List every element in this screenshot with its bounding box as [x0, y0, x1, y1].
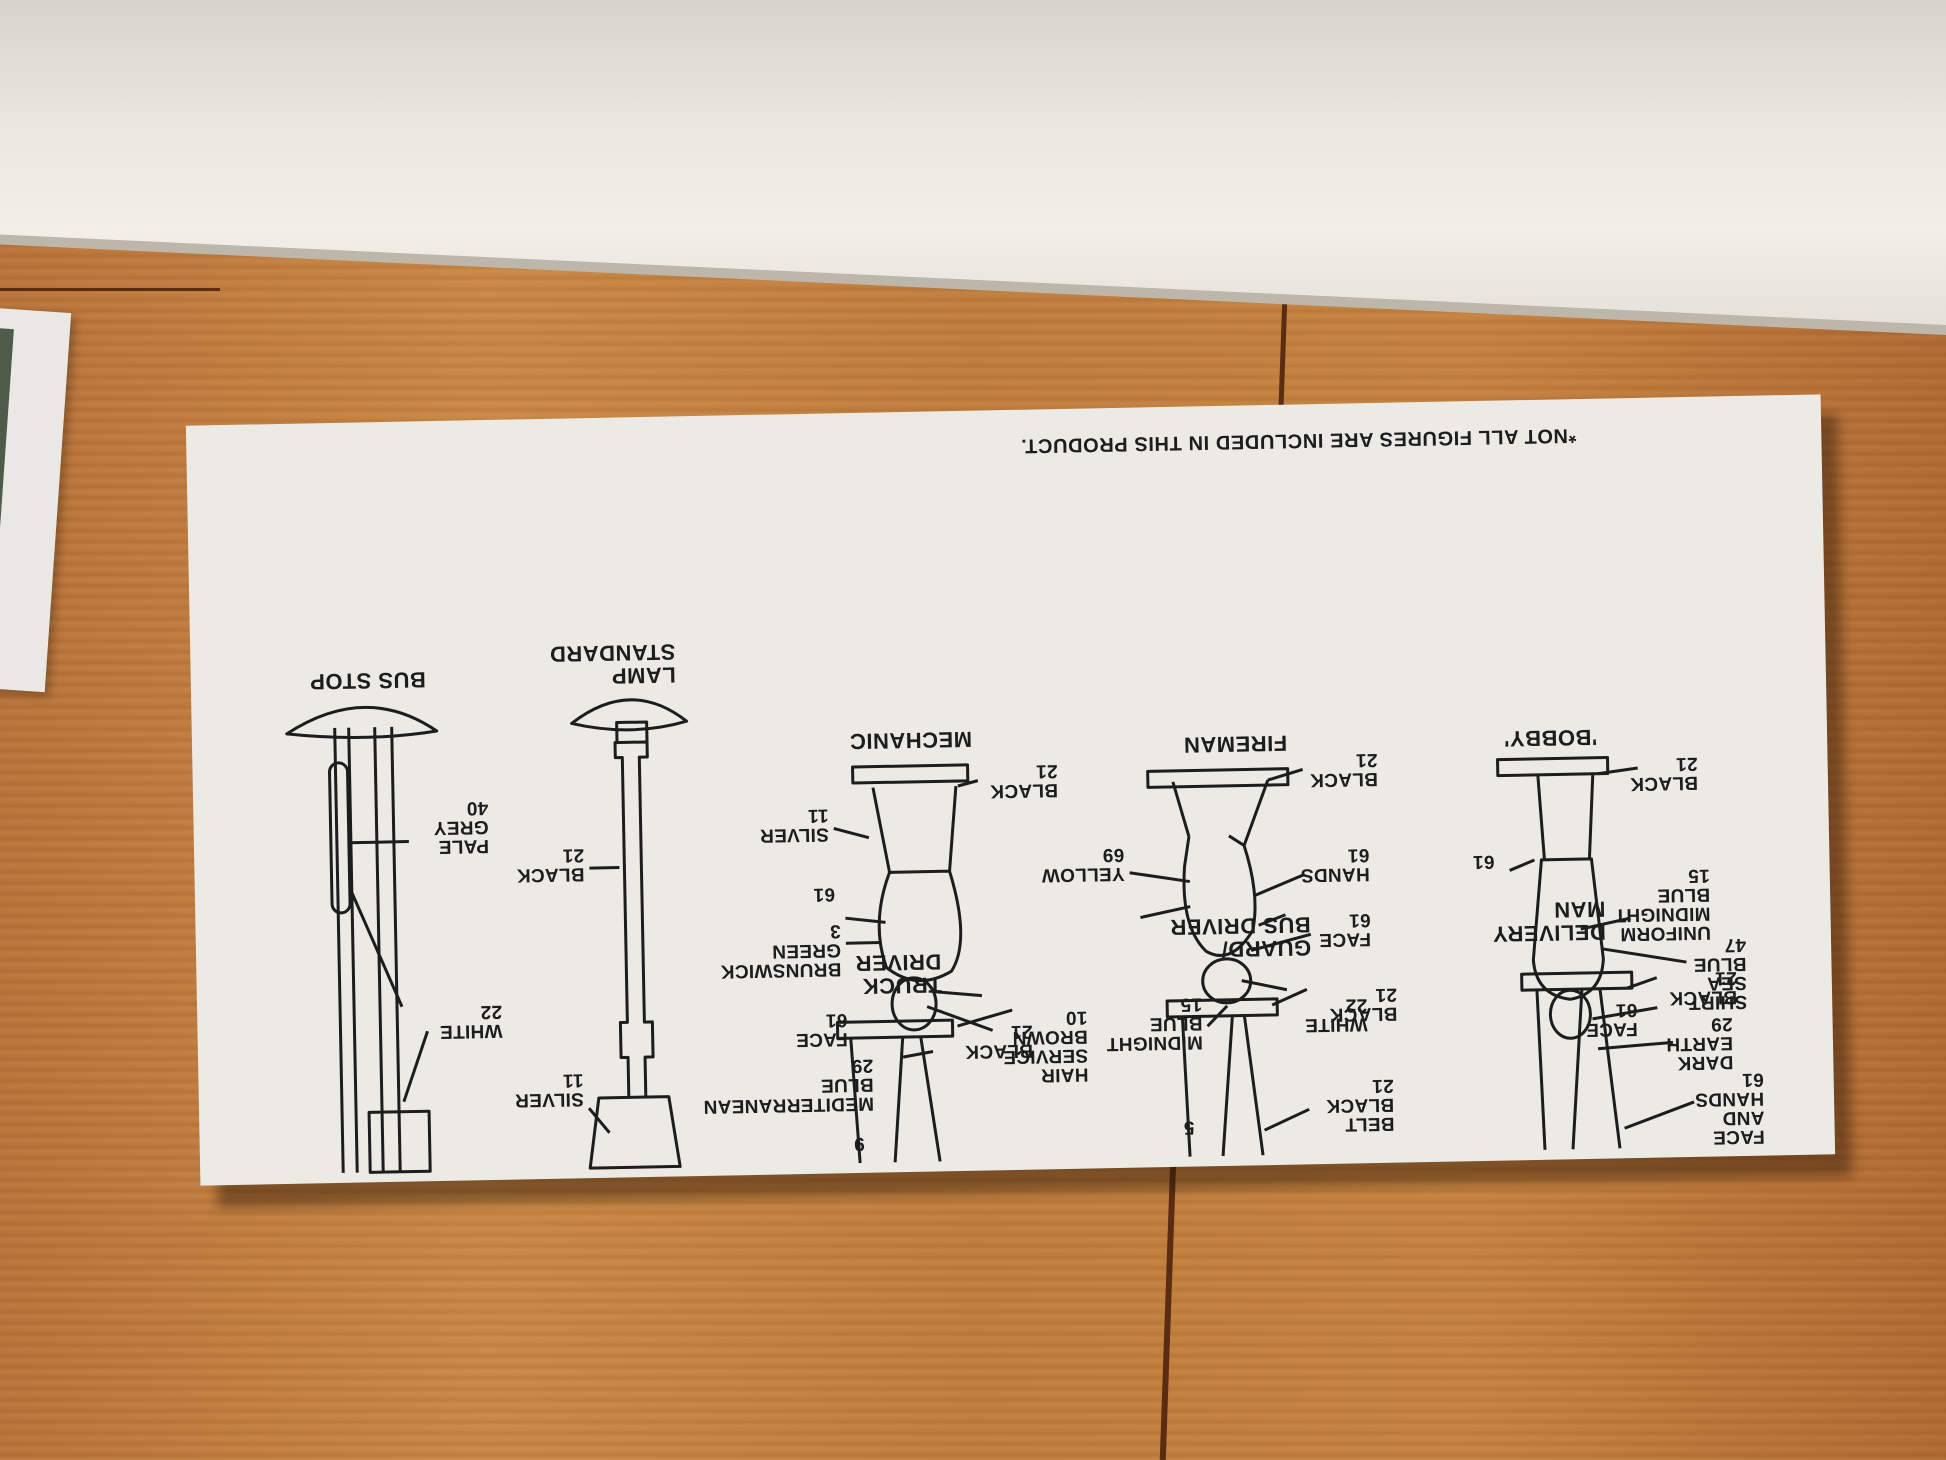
bus-stop-title: BUS STOP — [309, 667, 427, 695]
lamp-label: BLACK 21 — [516, 844, 585, 886]
leader-line — [1597, 766, 1638, 776]
sheet-content: DELIVERY MAN FACE AND HANDS 61 DARK EART… — [186, 394, 1835, 1185]
mechanic-head — [890, 976, 938, 1032]
lamp-standard-title: LAMP STANDARD — [549, 639, 676, 689]
leader-line — [902, 1050, 934, 1059]
truck-driver-legs — [849, 1036, 942, 1164]
leader-line — [1250, 932, 1312, 952]
truck-driver-label: 9 — [853, 1132, 865, 1155]
fireman-label: WHITE 22 — [1304, 994, 1368, 1036]
truck-driver-title: TRUCK DRIVER — [854, 949, 942, 999]
delivery-man-label: FACE AND HANDS 61 — [1694, 1068, 1765, 1148]
leader-line — [1597, 1040, 1674, 1051]
bus-stop-head — [285, 705, 439, 739]
bobby-label: SHIRT SEA BLUE 47 — [1688, 933, 1748, 1014]
guard-label: BELT BLACK 21 — [1325, 1074, 1395, 1135]
leader-line — [1254, 872, 1306, 897]
mechanic-base — [851, 763, 970, 785]
instruction-sheet: DELIVERY MAN FACE AND HANDS 61 DARK EART… — [185, 394, 1836, 1186]
lamp-pole — [613, 740, 655, 1098]
truck-driver-label: MEDITERRANEAN BLUE 29 — [703, 1054, 875, 1117]
fireman-label: FACE 61 — [1318, 909, 1372, 951]
bobby-label: 61 — [1472, 850, 1495, 873]
lamp-label: SILVER 11 — [514, 1069, 585, 1111]
leader-line — [931, 990, 983, 998]
mechanic-label: HAIR SERVICE BROWN 10 — [1002, 1006, 1089, 1086]
lamp-base — [588, 1095, 682, 1170]
bobby-label: FACE 61 — [1585, 999, 1638, 1040]
fireman-title: FIREMAN — [1183, 730, 1288, 758]
leader-line — [587, 1107, 611, 1134]
fireman-body — [1171, 779, 1270, 957]
leader-line — [957, 779, 979, 788]
board-gap-left — [0, 288, 220, 291]
delivery-man-title: DELIVERY MAN — [1492, 896, 1607, 947]
delivery-man-legs — [1535, 988, 1622, 1150]
leader-line — [1267, 767, 1304, 782]
bus-stop-label: PALE GREY 40 — [433, 797, 490, 857]
leader-line — [833, 826, 870, 840]
mechanic-title: MECHANIC — [849, 726, 973, 755]
guard-title: GUARD/ BUS DRIVER — [1169, 912, 1312, 962]
bobby-body — [1531, 773, 1605, 1001]
leader-line — [845, 941, 881, 945]
bus-stop-box — [367, 1109, 432, 1174]
leader-line — [1592, 1006, 1658, 1021]
fireman-label: BLACK 21 — [1309, 748, 1379, 791]
leader-line — [926, 1005, 994, 1032]
fireman-label: YELLOW 69 — [1041, 843, 1125, 886]
leader-line — [1626, 976, 1658, 990]
leader-line — [1206, 1004, 1229, 1028]
figure-drawings — [285, 698, 1695, 1174]
leader-line — [589, 866, 620, 870]
fireman-head — [1201, 957, 1253, 1005]
left-card-strip — [0, 327, 14, 669]
fireman-base — [1146, 767, 1290, 789]
bobby-head — [1548, 988, 1592, 1040]
mechanic-label: 61 — [813, 883, 836, 905]
leader-line — [1624, 1100, 1695, 1130]
bobby-base — [1496, 756, 1610, 778]
delivery-man-base — [1520, 970, 1634, 992]
fireman-arms — [1140, 905, 1286, 927]
leader-line — [350, 892, 404, 1008]
bobby-label: UNIFORM MIDNIGHT BLUE 15 — [1613, 864, 1712, 945]
mechanic-label: BRUNSWICK GREEN 3 — [720, 920, 842, 982]
leader-line — [1129, 871, 1191, 884]
leader-line — [1509, 858, 1536, 872]
guard-base — [1165, 997, 1279, 1019]
fireman-label: MIDNIGHT BLUE 15 — [1106, 993, 1204, 1055]
bus-stop-label: WHITE 22 — [439, 1000, 503, 1042]
leader-line — [845, 916, 886, 924]
leader-line — [1271, 987, 1308, 1007]
truck-driver-base — [835, 1018, 955, 1040]
mechanic-label: FACE 61 — [795, 1009, 848, 1051]
leader-line — [957, 1008, 1013, 1028]
leader-line — [348, 840, 409, 845]
bus-stop-sign — [328, 761, 352, 915]
guard-legs — [1180, 1015, 1265, 1157]
delivery-man-label: DARK EARTH 29 — [1665, 1013, 1734, 1074]
bobby-label: BLACK 21 — [1629, 752, 1699, 795]
fireman-label: HANDS 61 — [1300, 844, 1370, 886]
bus-stop-pole — [333, 726, 402, 1173]
leader-line — [1600, 947, 1687, 964]
leader-line — [1241, 979, 1288, 992]
bobby-title: 'BOBBY' — [1503, 724, 1598, 752]
mechanic-body — [871, 785, 963, 983]
mechanic-label: BLACK 21 — [989, 760, 1059, 802]
lamp-head — [570, 698, 689, 743]
mechanic-label: SILVER 11 — [759, 804, 830, 846]
leader-line — [402, 1030, 429, 1103]
leader-line — [1580, 916, 1631, 931]
guard-label: 5 — [1183, 1116, 1195, 1138]
leader-line — [1263, 1107, 1310, 1132]
